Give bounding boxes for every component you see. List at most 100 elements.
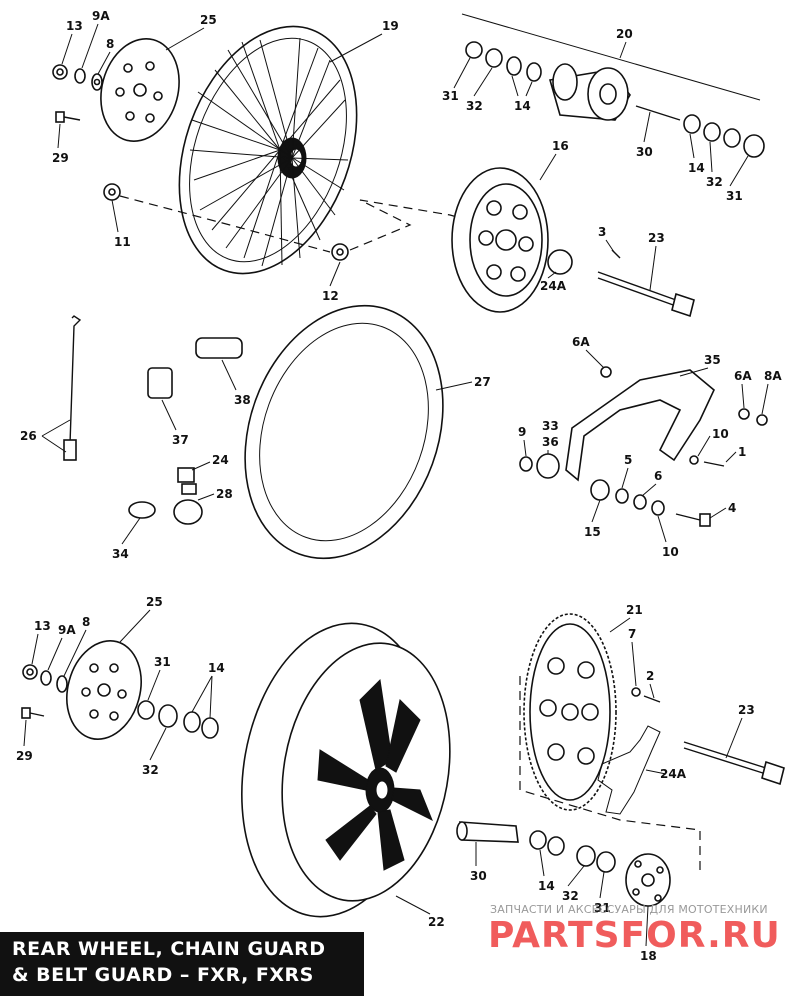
screw-29-bottom (21, 707, 45, 719)
callout-38: 38 (234, 393, 251, 407)
callout-23a: 23 (648, 231, 665, 245)
assembly-line-bottom (519, 676, 701, 870)
callout-14d: 14 (538, 879, 555, 893)
hub-bracket-line (461, 13, 761, 101)
callout-1: 1 (738, 445, 746, 459)
callout-36: 36 (542, 435, 559, 449)
callout-10a: 10 (712, 427, 729, 441)
callout-32c: 32 (142, 763, 159, 777)
callout-31a: 31 (442, 89, 459, 103)
assembly-line-lower (119, 195, 331, 253)
belt-guard-35 (565, 369, 715, 482)
callout-37: 37 (172, 433, 189, 447)
callout-24: 24 (212, 453, 229, 467)
callout-9Aa: 9A (92, 9, 110, 23)
nut-13-bottom (22, 664, 68, 693)
chain-sprocket-21 (523, 613, 617, 811)
callout-3: 3 (598, 225, 606, 239)
callout-33: 33 (542, 419, 559, 433)
valve-stem-26 (63, 315, 82, 461)
sprocket-cover-disc-bottom (66, 640, 142, 740)
rotor-hub-18 (625, 853, 671, 907)
valve-body-28 (173, 483, 203, 525)
title-line-1: REAR WHEEL, CHAIN GUARD (12, 938, 326, 960)
title-line-2: & BELT GUARD – FXR, FXRS (12, 964, 314, 986)
callout-8Ab: 8A (764, 369, 782, 383)
callout-31b: 31 (726, 189, 743, 203)
callout-30b: 30 (470, 869, 487, 883)
spacer-24A-bottom (597, 725, 661, 815)
callout-8b: 8 (82, 615, 90, 629)
callout-32a: 32 (466, 99, 483, 113)
callout-12: 12 (322, 289, 339, 303)
callout-19: 19 (382, 19, 399, 33)
nut-11 (103, 183, 121, 201)
callout-35: 35 (704, 353, 721, 367)
callout-6Ab: 6A (734, 369, 752, 383)
callout-23b: 23 (738, 703, 755, 717)
watermark-brand-logo[interactable]: PARTSFOR.RU (488, 915, 781, 956)
callout-26: 26 (20, 429, 37, 443)
callout-15: 15 (584, 525, 601, 539)
callout-32b: 32 (706, 175, 723, 189)
callout-14a: 14 (514, 99, 531, 113)
axle-23-bottom (683, 741, 785, 786)
rim-strip-38 (195, 337, 243, 359)
callout-29a: 29 (52, 151, 69, 165)
callout-9Ab: 9A (58, 623, 76, 637)
callout-7: 7 (628, 627, 636, 641)
cast-wheel-22 (241, 622, 451, 918)
sprocket-cover-disc-top (100, 38, 180, 142)
hub-bearing-parts-right (635, 105, 765, 158)
hub-20 (548, 63, 631, 121)
callout-32d: 32 (562, 889, 579, 903)
callout-21: 21 (626, 603, 643, 617)
callout-20: 20 (616, 27, 633, 41)
callout-29b: 29 (16, 749, 33, 763)
callout-24Aa: 24A (540, 279, 567, 293)
callout-18: 18 (640, 949, 657, 963)
callout-6b: 6 (654, 469, 662, 483)
leader-lines (23, 23, 769, 947)
callout-14b: 14 (688, 161, 705, 175)
assembly-line-center (349, 199, 521, 251)
callout-31c: 31 (154, 655, 171, 669)
callout-30a: 30 (636, 145, 653, 159)
spacer-30-bottom (456, 821, 519, 843)
callout-31d: 31 (594, 901, 611, 915)
bearing-parts-right-bottom (529, 830, 616, 873)
callout-11: 11 (114, 235, 131, 249)
callout-27: 27 (474, 375, 491, 389)
screw-29-top (55, 111, 81, 123)
diagram-title-box: REAR WHEEL, CHAIN GUARD & BELT GUARD – F… (0, 932, 364, 996)
callout-22: 22 (428, 915, 445, 929)
callout-16: 16 (552, 139, 569, 153)
hub-bearing-parts-left (465, 41, 542, 82)
belt-pulley-16 (451, 167, 549, 313)
valve-24 (177, 467, 195, 483)
callout-6Aa: 6A (572, 335, 590, 349)
callout-14c: 14 (208, 661, 225, 675)
axle-23-top (597, 271, 695, 318)
callout-4: 4 (728, 501, 736, 515)
nut-34 (128, 501, 156, 519)
watermark-caption: ЗАПЧАСТИ И АКСЕССУАРЫ ДЛЯ МОТОТЕХНИКИ (490, 903, 768, 916)
callout-13a: 13 (66, 19, 83, 33)
rim-27 (244, 304, 444, 560)
callout-labels: 13 9A 8 25 19 20 29 11 12 31 32 14 30 14… (16, 9, 782, 963)
callout-8a: 8 (106, 37, 114, 51)
spacer-24A-top (547, 249, 573, 275)
nut-12 (331, 243, 349, 261)
nut-13-top (52, 64, 103, 91)
callout-34: 34 (112, 547, 129, 561)
bolt-2-washer-7 (631, 687, 661, 703)
callout-28: 28 (216, 487, 233, 501)
callout-24Ab: 24A (660, 767, 687, 781)
callout-25a: 25 (200, 13, 217, 27)
callout-9b: 9 (518, 425, 526, 439)
callout-2: 2 (646, 669, 654, 683)
bearing-parts-left-bottom (137, 700, 219, 739)
callout-5: 5 (624, 453, 632, 467)
callout-25b: 25 (146, 595, 163, 609)
